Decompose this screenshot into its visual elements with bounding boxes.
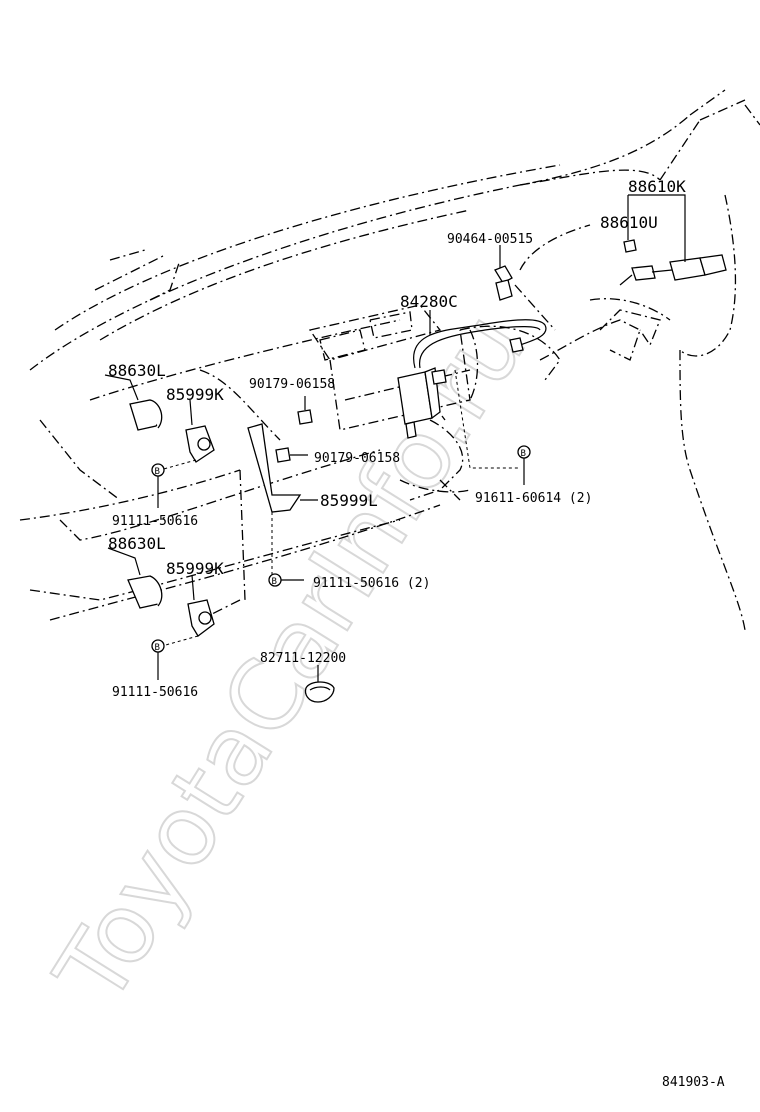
label-91611-60614: 91611-60614 (2) xyxy=(475,491,592,506)
label-90179-06158-upper: 90179-06158 xyxy=(249,377,335,392)
bolt-symbol-lower: B xyxy=(151,639,165,680)
label-82711-12200: 82711-12200 xyxy=(260,651,346,666)
label-88610K: 88610K xyxy=(628,177,686,196)
label-84280C: 84280C xyxy=(400,292,458,311)
svg-text:B: B xyxy=(272,577,277,587)
part-88630L-lower-sensor xyxy=(107,547,163,609)
part-85999K-lower-bracket xyxy=(161,574,215,647)
label-90179-06158-lower: 90179-06158 xyxy=(314,451,400,466)
svg-text:B: B xyxy=(155,467,160,477)
part-90179-nuts xyxy=(275,396,313,463)
bolt-symbol-upper: B xyxy=(151,463,165,508)
svg-text:B: B xyxy=(155,643,160,653)
part-85999K-upper-bracket xyxy=(159,399,215,471)
diagram-code: 841903-A xyxy=(662,1075,725,1090)
part-88630L-upper-sensor xyxy=(104,374,163,431)
dashboard-outline xyxy=(19,89,760,631)
label-88630L-lower: 88630L xyxy=(108,534,166,553)
part-88610U-screw xyxy=(623,239,637,253)
part-82711-clamp xyxy=(304,665,335,703)
bolt-symbol-middle: B xyxy=(268,573,304,587)
label-88610U: 88610U xyxy=(600,213,658,232)
label-88630L-upper: 88630L xyxy=(108,361,166,380)
part-85999L-bracket xyxy=(247,423,318,575)
part-88610K-switch xyxy=(619,194,727,286)
label-90464-00515: 90464-00515 xyxy=(447,232,533,247)
part-90464-clip xyxy=(494,245,513,301)
label-85999L: 85999L xyxy=(320,491,378,510)
label-91111-50616-lower: 91111-50616 xyxy=(112,685,198,700)
part-91611-bolt xyxy=(454,369,531,485)
part-84280C-relay-harness xyxy=(397,310,547,439)
label-91111-50616-middle: 91111-50616 (2) xyxy=(313,576,430,591)
label-91111-50616-upper: 91111-50616 xyxy=(112,514,198,529)
label-85999K-upper: 85999K xyxy=(166,385,224,404)
bolt-symbol-right: B xyxy=(521,449,526,459)
svg-text:B: B xyxy=(521,449,526,459)
label-85999K-lower: 85999K xyxy=(166,559,224,578)
